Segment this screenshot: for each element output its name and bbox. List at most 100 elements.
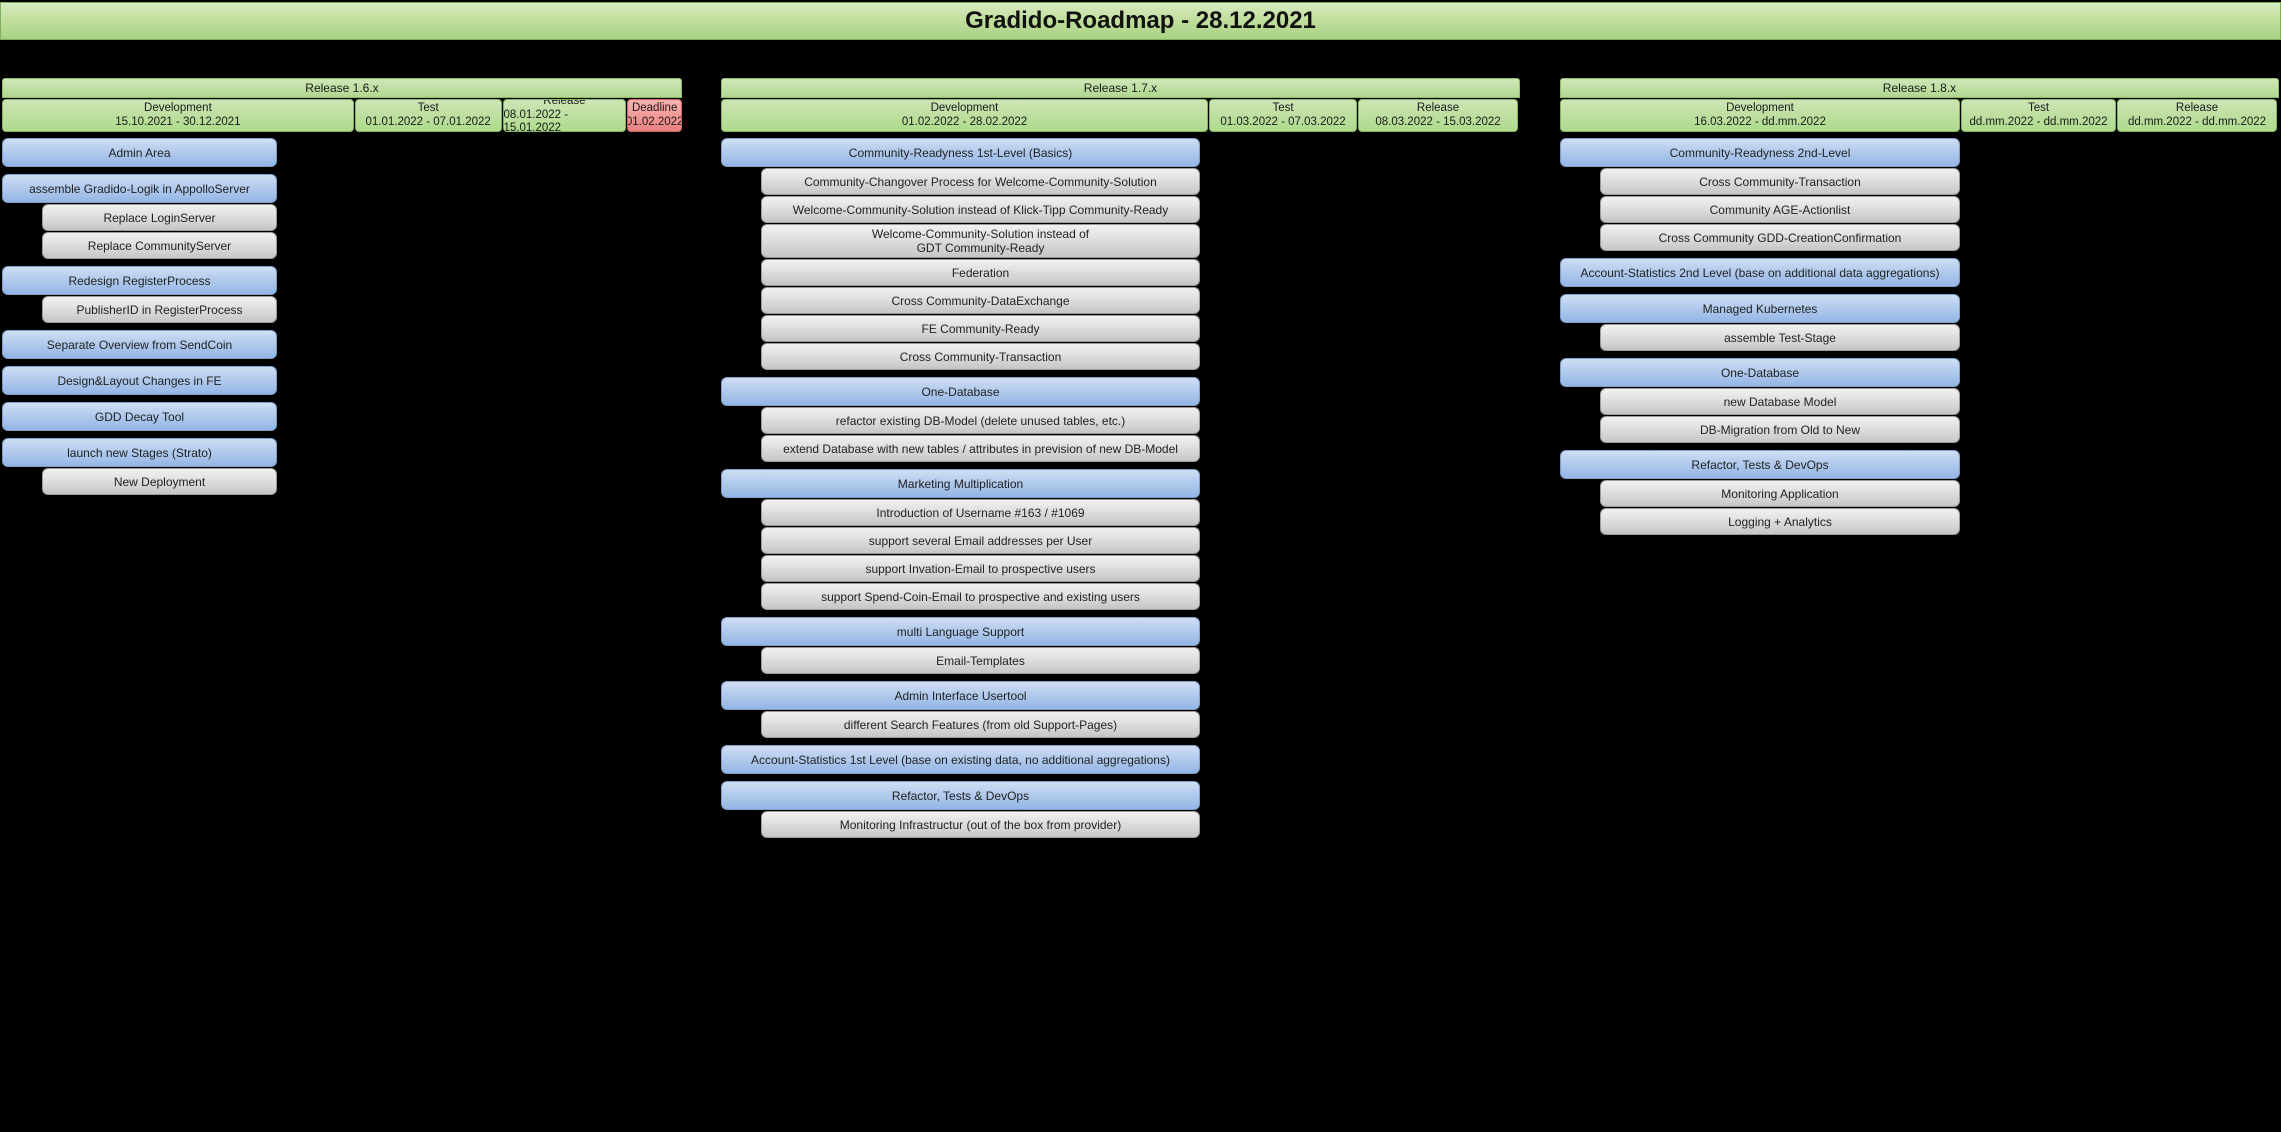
task-parent[interactable]: Community-Readyness 1st-Level (Basics) — [721, 138, 1200, 167]
task-parent[interactable]: Refactor, Tests & DevOps — [1560, 450, 1960, 479]
phase-name: Release — [543, 99, 586, 108]
task-child[interactable]: PublisherID in RegisterProcess — [42, 296, 277, 323]
task-label: Federation — [951, 265, 1010, 280]
task-child[interactable]: Cross Community-Transaction — [761, 343, 1200, 370]
task-child[interactable]: Welcome-Community-Solution instead of Kl… — [761, 196, 1200, 223]
phase-dates: 08.03.2022 - 15.03.2022 — [1375, 115, 1501, 128]
task-child[interactable]: support several Email addresses per User — [761, 527, 1200, 554]
task-label: assemble Gradido-Logik in AppolloServer — [29, 181, 250, 196]
phase-dates: 01.02.2022 — [627, 115, 683, 128]
release-header: Release 1.7.x — [721, 78, 1520, 98]
task-label: Design&Layout Changes in FE — [57, 373, 222, 388]
phase-name: Test — [2027, 102, 2050, 114]
roadmap-title-bar: Gradido-Roadmap - 28.12.2021 — [0, 2, 2281, 40]
task-label: Community-Readyness 2nd-Level — [1669, 145, 1851, 160]
task-label: Monitoring Infrastructur (out of the box… — [839, 817, 1122, 832]
task-label: Refactor, Tests & DevOps — [1691, 457, 1829, 472]
phase-dates: 01.02.2022 - 28.02.2022 — [901, 115, 1028, 128]
task-label: support Invation-Email to prospective us… — [865, 561, 1096, 576]
task-label: Marketing Multiplication — [897, 476, 1024, 491]
task-child[interactable]: new Database Model — [1600, 388, 1960, 415]
task-child[interactable]: New Deployment — [42, 468, 277, 495]
task-parent[interactable]: GDD Decay Tool — [2, 402, 277, 431]
phase-dates: dd.mm.2022 - dd.mm.2022 — [2127, 115, 2267, 128]
task-parent[interactable]: Account-Statistics 1st Level (base on ex… — [721, 745, 1200, 774]
task-label: Managed Kubernetes — [1702, 301, 1818, 316]
phase-name: Release — [1416, 102, 1460, 114]
task-child[interactable]: Community-Changover Process for Welcome-… — [761, 168, 1200, 195]
task-child[interactable]: Logging + Analytics — [1600, 508, 1960, 535]
task-list: Admin Area assemble Gradido-Logik in Appo… — [2, 138, 682, 495]
task-parent[interactable]: Community-Readyness 2nd-Level — [1560, 138, 1960, 167]
task-label: support several Email addresses per User — [868, 533, 1093, 548]
task-child[interactable]: assemble Test-Stage — [1600, 324, 1960, 351]
task-label: Cross Community GDD-CreationConfirmation — [1658, 230, 1902, 245]
task-child[interactable]: DB-Migration from Old to New — [1600, 416, 1960, 443]
phase-name: Development — [930, 102, 999, 114]
task-parent[interactable]: Managed Kubernetes — [1560, 294, 1960, 323]
task-label: Redesign RegisterProcess — [68, 273, 211, 288]
task-parent[interactable]: Admin Interface Usertool — [721, 681, 1200, 710]
task-label: Account-Statistics 1st Level (base on ex… — [751, 752, 1170, 767]
task-label: Account-Statistics 2nd Level (base on ad… — [1580, 265, 1940, 280]
release-header-label: Release 1.6.x — [305, 81, 379, 95]
task-label: support Spend-Coin-Email to prospective … — [821, 589, 1140, 604]
task-parent[interactable]: Separate Overview from SendCoin — [2, 330, 277, 359]
release-header-label: Release 1.7.x — [1083, 81, 1158, 95]
phase-dates: 01.01.2022 - 07.01.2022 — [365, 115, 491, 128]
task-child[interactable]: Replace CommunityServer — [42, 232, 277, 259]
task-parent[interactable]: One-Database — [1560, 358, 1960, 387]
phase-dates: 16.03.2022 - dd.mm.2022 — [1694, 115, 1826, 128]
phase-name: Test — [1272, 102, 1294, 114]
task-child[interactable]: Federation — [761, 259, 1200, 286]
task-child[interactable]: support Invation-Email to prospective us… — [761, 555, 1200, 582]
task-label: different Search Features (from old Supp… — [843, 717, 1118, 732]
task-child[interactable]: Cross Community GDD-CreationConfirmation — [1600, 224, 1960, 251]
task-label: Email-Templates — [936, 653, 1025, 668]
task-parent[interactable]: Design&Layout Changes in FE — [2, 366, 277, 395]
task-parent[interactable]: Marketing Multiplication — [721, 469, 1200, 498]
task-child[interactable]: support Spend-Coin-Email to prospective … — [761, 583, 1200, 610]
page-title: Gradido-Roadmap - 28.12.2021 — [965, 7, 1316, 34]
task-label: Community-Changover Process for Welcome-… — [804, 174, 1157, 189]
task-child[interactable]: Cross Community-DataExchange — [761, 287, 1200, 314]
phase-name: Development — [1726, 102, 1794, 114]
phase-dates: dd.mm.2022 - dd.mm.2022 — [1969, 115, 2108, 128]
task-child[interactable]: Monitoring Infrastructur (out of the box… — [761, 811, 1200, 838]
task-label: refactor existing DB-Model (delete unuse… — [835, 413, 1126, 428]
task-label: Refactor, Tests & DevOps — [891, 788, 1030, 803]
task-child[interactable]: Introduction of Username #163 / #1069 — [761, 499, 1200, 526]
task-parent[interactable]: Admin Area — [2, 138, 277, 167]
task-child[interactable]: different Search Features (from old Supp… — [761, 711, 1200, 738]
task-parent[interactable]: One-Database — [721, 377, 1200, 406]
task-child[interactable]: Email-Templates — [761, 647, 1200, 674]
task-parent[interactable]: Account-Statistics 2nd Level (base on ad… — [1560, 258, 1960, 287]
task-parent[interactable]: multi Language Support — [721, 617, 1200, 646]
task-child[interactable]: extend Database with new tables / attrib… — [761, 435, 1200, 462]
task-label: Separate Overview from SendCoin — [46, 337, 233, 352]
task-parent[interactable]: Refactor, Tests & DevOps — [721, 781, 1200, 810]
task-label: One-Database — [921, 384, 1000, 399]
task-parent[interactable]: launch new Stages (Strato) — [2, 438, 277, 467]
task-child[interactable]: Community AGE-Actionlist — [1600, 196, 1960, 223]
task-child[interactable]: Cross Community-Transaction — [1600, 168, 1960, 195]
task-label: FE Community-Ready — [921, 321, 1040, 336]
task-child[interactable]: Welcome-Community-Solution instead of GD… — [761, 224, 1200, 258]
task-parent[interactable]: assemble Gradido-Logik in AppolloServer — [2, 174, 277, 203]
task-child[interactable]: refactor existing DB-Model (delete unuse… — [761, 407, 1200, 434]
task-child[interactable]: Monitoring Application — [1600, 480, 1960, 507]
task-parent[interactable]: Redesign RegisterProcess — [2, 266, 277, 295]
task-child[interactable]: FE Community-Ready — [761, 315, 1200, 342]
task-child[interactable]: Replace LoginServer — [42, 204, 277, 231]
task-label: Welcome-Community-Solution instead of GD… — [871, 227, 1090, 255]
task-label: assemble Test-Stage — [1724, 330, 1836, 345]
